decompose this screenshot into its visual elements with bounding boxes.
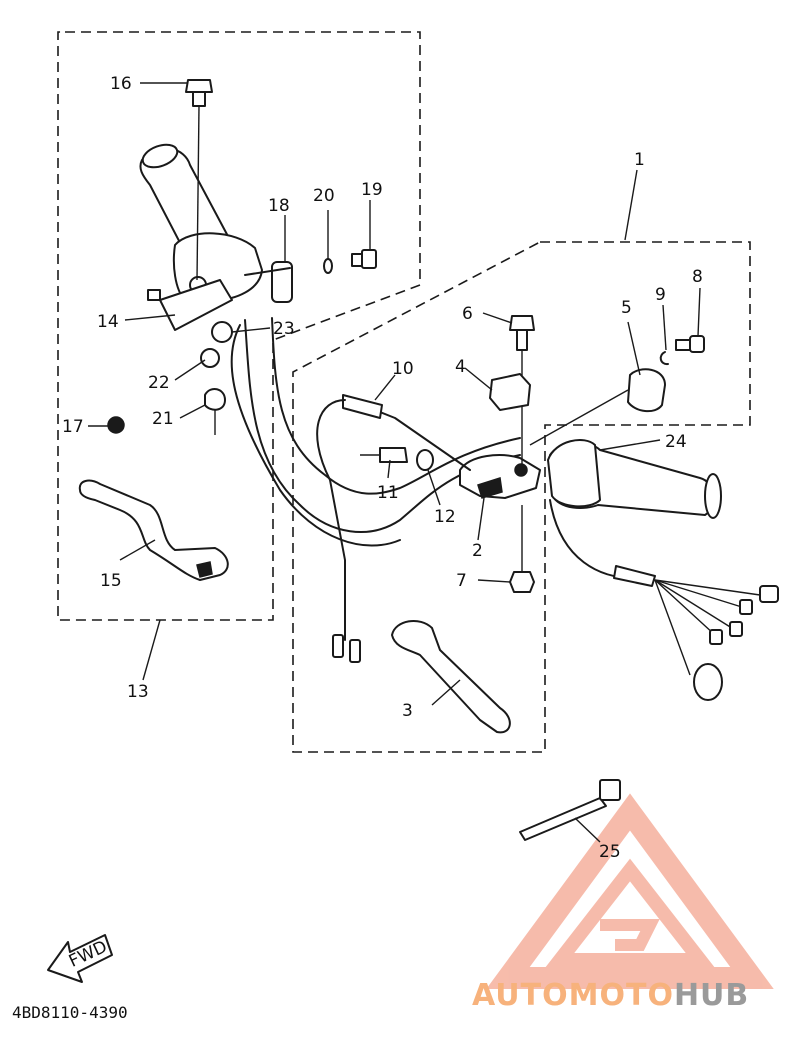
- watermark-logo: [486, 793, 774, 989]
- washer-20: [323, 258, 333, 274]
- callout-17: 17: [62, 417, 84, 437]
- cable-tie-25: [519, 779, 621, 841]
- callout-2: 2: [472, 541, 483, 561]
- callout-20: 20: [313, 186, 335, 206]
- callout-19: 19: [361, 180, 383, 200]
- bracket-5: [627, 368, 666, 413]
- callout-7: 7: [456, 571, 467, 591]
- callout-18: 18: [268, 196, 290, 216]
- callout-3: 3: [402, 701, 413, 721]
- callout-5: 5: [621, 298, 632, 318]
- right-lever-3: [391, 619, 511, 734]
- cable-10: [316, 394, 471, 641]
- callout-25: 25: [599, 842, 621, 862]
- callout-14: 14: [97, 312, 119, 332]
- nut-12: [416, 449, 434, 471]
- callout-4: 4: [455, 357, 466, 377]
- part-code: 4BD8110-4390: [12, 1003, 128, 1022]
- callout-10: 10: [392, 359, 414, 379]
- left-lever-15: [78, 479, 229, 581]
- callout-1: 1: [634, 150, 645, 170]
- cable-connector-right: [349, 639, 361, 663]
- group-box-1: [292, 241, 751, 753]
- watermark-brand-part1: AUTOMOTO: [472, 978, 674, 1013]
- wire-harness: [549, 499, 779, 701]
- watermark-brand-part2: HUB: [674, 978, 749, 1013]
- lever-holder-2: [459, 454, 541, 499]
- callout-22: 22: [148, 373, 170, 393]
- callout-8: 8: [692, 267, 703, 287]
- callout-16: 16: [110, 74, 132, 94]
- callout-13: 13: [127, 682, 149, 702]
- clip-9: [659, 351, 669, 366]
- callout-6: 6: [462, 304, 473, 324]
- screw-6: [509, 315, 535, 465]
- bolt-19: [351, 249, 377, 269]
- callout-24: 24: [665, 432, 687, 452]
- callout-21: 21: [152, 409, 174, 429]
- bolt-16: [185, 79, 213, 281]
- switch-4: [489, 373, 531, 411]
- leader-lines: [88, 82, 701, 843]
- nut-7: [509, 571, 535, 593]
- handlebar-tube: [230, 317, 521, 547]
- callout-15: 15: [100, 571, 122, 591]
- callout-23: 23: [273, 319, 295, 339]
- throttle-grip-24: [547, 439, 722, 519]
- screw-8: [675, 335, 705, 353]
- forward-arrow-icon: FWD: [47, 934, 113, 983]
- callout-12: 12: [434, 507, 456, 527]
- left-lever-holder: [107, 232, 293, 435]
- cable-connector-left: [332, 634, 344, 658]
- adjuster-11: [379, 447, 408, 463]
- watermark-brand: AUTOMOTOHUB: [472, 978, 749, 1013]
- callout-labels: 16 18 20 19 14 23 22 17 21 15 13 1 6 4 5…: [62, 74, 703, 862]
- callout-11: 11: [377, 483, 399, 503]
- callout-9: 9: [655, 285, 666, 305]
